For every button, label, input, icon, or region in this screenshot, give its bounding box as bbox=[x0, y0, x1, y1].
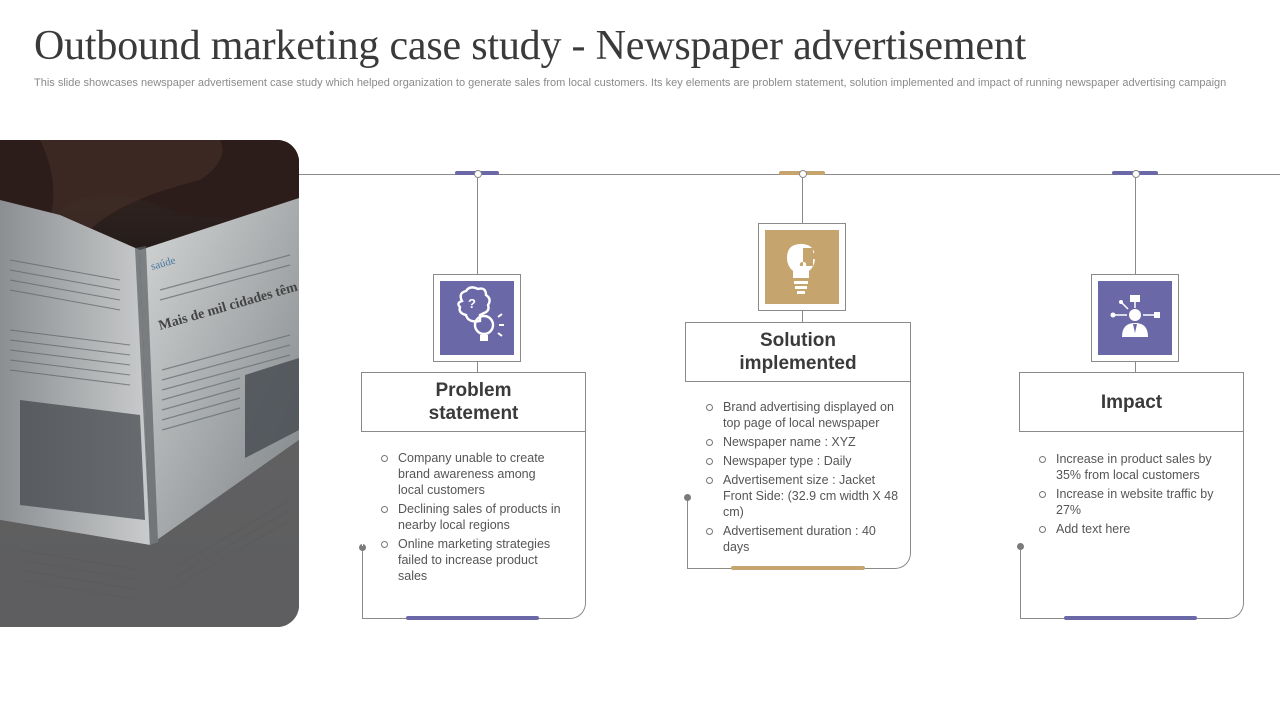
bulb-puzzle-icon bbox=[787, 244, 817, 294]
problem-heading: Problem statement bbox=[428, 380, 519, 424]
problem-heading-box: Problem statement bbox=[361, 372, 586, 432]
impact-frame-gap bbox=[1020, 432, 1021, 545]
solution-connector-lower bbox=[802, 311, 803, 322]
slide-subtitle: This slide showcases newspaper advertise… bbox=[34, 77, 1227, 89]
list-item: Brand advertising displayed on top page … bbox=[705, 399, 905, 431]
list-item: Add text here bbox=[1038, 521, 1228, 537]
list-item: Online marketing strategies failed to in… bbox=[380, 536, 564, 584]
solution-connector bbox=[802, 177, 803, 223]
problem-connector bbox=[477, 177, 478, 274]
solution-bottom-bar bbox=[731, 566, 865, 570]
brain-question-bulb-icon: ? bbox=[457, 286, 504, 341]
newspaper-reader-photo: saúde Mais de mil cidades têm abastecime… bbox=[0, 140, 299, 627]
solution-node-dot bbox=[799, 170, 807, 178]
impact-connector bbox=[1135, 177, 1136, 274]
solution-heading-box: Solution implemented bbox=[685, 322, 911, 382]
impact-node-dot bbox=[1132, 170, 1140, 178]
list-item: Advertisement size : Jacket Front Side: … bbox=[705, 472, 905, 520]
solution-frame-gap bbox=[687, 382, 688, 497]
solution-heading: Solution implemented bbox=[739, 330, 857, 374]
list-item: Advertisement duration : 40 days bbox=[705, 523, 905, 555]
problem-icon-frame: ? bbox=[433, 274, 521, 362]
impact-connector-lower bbox=[1135, 362, 1136, 372]
problem-side-dot bbox=[359, 544, 366, 551]
impact-bottom-bar bbox=[1064, 616, 1197, 620]
list-item: Increase in website traffic by 27% bbox=[1038, 486, 1228, 518]
list-item: Declining sales of products in nearby lo… bbox=[380, 501, 564, 533]
problem-bottom-bar bbox=[406, 616, 539, 620]
list-item: Newspaper name : XYZ bbox=[705, 434, 905, 450]
problem-node-dot bbox=[474, 170, 482, 178]
impact-bullet-list: Increase in product sales by 35% from lo… bbox=[1038, 451, 1228, 540]
slide-title: Outbound marketing case study - Newspape… bbox=[34, 23, 1027, 69]
problem-bullet-list: Company unable to create brand awareness… bbox=[380, 450, 564, 587]
impact-side-dot bbox=[1017, 543, 1024, 550]
impact-heading: Impact bbox=[1100, 391, 1163, 413]
impact-icon-frame bbox=[1091, 274, 1179, 362]
problem-frame-gap bbox=[362, 432, 363, 546]
solution-icon-frame bbox=[758, 223, 846, 311]
solution-side-dot bbox=[684, 494, 691, 501]
problem-connector-lower bbox=[477, 362, 478, 372]
impact-heading-box: Impact bbox=[1019, 372, 1244, 432]
list-item: Company unable to create brand awareness… bbox=[380, 450, 564, 498]
businessman-network-icon bbox=[1110, 295, 1160, 337]
list-item: Newspaper type : Daily bbox=[705, 453, 905, 469]
svg-text:?: ? bbox=[468, 296, 476, 311]
solution-bullet-list: Brand advertising displayed on top page … bbox=[705, 399, 905, 558]
list-item: Increase in product sales by 35% from lo… bbox=[1038, 451, 1228, 483]
